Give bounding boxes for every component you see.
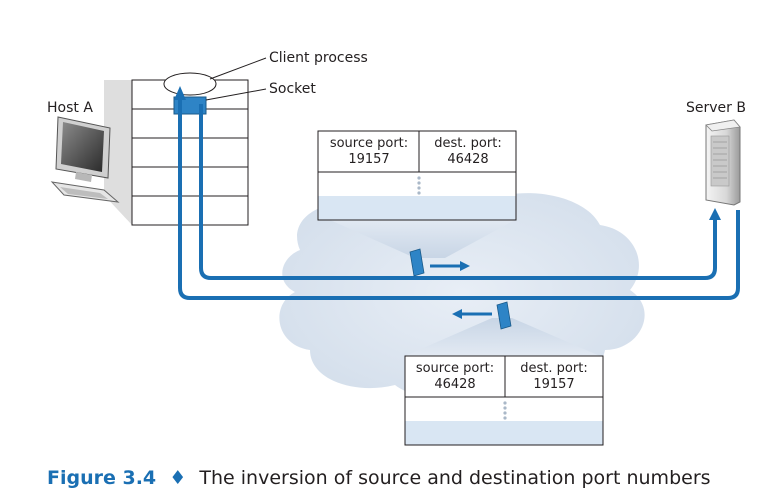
- packet-top-dest-value: 46428: [447, 152, 488, 167]
- caption-figure-label: Figure 3.4: [47, 467, 156, 489]
- packet-bottom-dest-value: 19157: [533, 377, 574, 392]
- return-path: [178, 100, 740, 300]
- forward-path-arrowhead: [709, 208, 721, 220]
- packet-bottom-source-label: source port:: [416, 361, 494, 376]
- packet-top-beam: [330, 220, 515, 258]
- packet-top: source port: 19157 dest. port: 46428: [317, 130, 517, 221]
- forward-segment-icon: [409, 248, 425, 277]
- caption-diamond-icon: ♦: [169, 467, 186, 489]
- packet-top-source-label: source port:: [330, 136, 408, 151]
- caption-text: The inversion of source and destination …: [198, 467, 710, 489]
- server-b-icon: [705, 119, 741, 206]
- forward-path: [199, 104, 717, 280]
- return-segment-arrowhead: [452, 309, 462, 319]
- packet-bottom: source port: 46428 dest. port: 19157: [404, 355, 604, 446]
- stack-shading: [104, 80, 132, 225]
- host-a-computer-icon: [50, 116, 120, 203]
- host-a-label: Host A: [47, 100, 93, 116]
- packet-bottom-source-value: 46428: [434, 377, 475, 392]
- return-path-arrowhead: [174, 86, 186, 100]
- packet-top-source-value: 19157: [348, 152, 389, 167]
- figure-caption: Figure 3.4 ♦ The inversion of source and…: [47, 467, 711, 489]
- server-b-label: Server B: [686, 100, 746, 116]
- packet-bottom-ellipsis-dots: [503, 401, 507, 420]
- socket-label: Socket: [269, 81, 316, 97]
- forward-segment-arrowhead: [460, 261, 470, 271]
- client-process-label: Client process: [269, 50, 368, 66]
- packet-top-ellipsis-dots: [417, 176, 421, 195]
- client-process-ellipse: [163, 72, 217, 96]
- socket-leader: [205, 88, 267, 101]
- return-segment-icon: [496, 301, 512, 330]
- packet-bottom-dest-label: dest. port:: [520, 361, 587, 376]
- client-process-leader: [209, 57, 267, 80]
- packet-bottom-beam: [405, 318, 600, 356]
- packet-top-dest-label: dest. port:: [434, 136, 501, 151]
